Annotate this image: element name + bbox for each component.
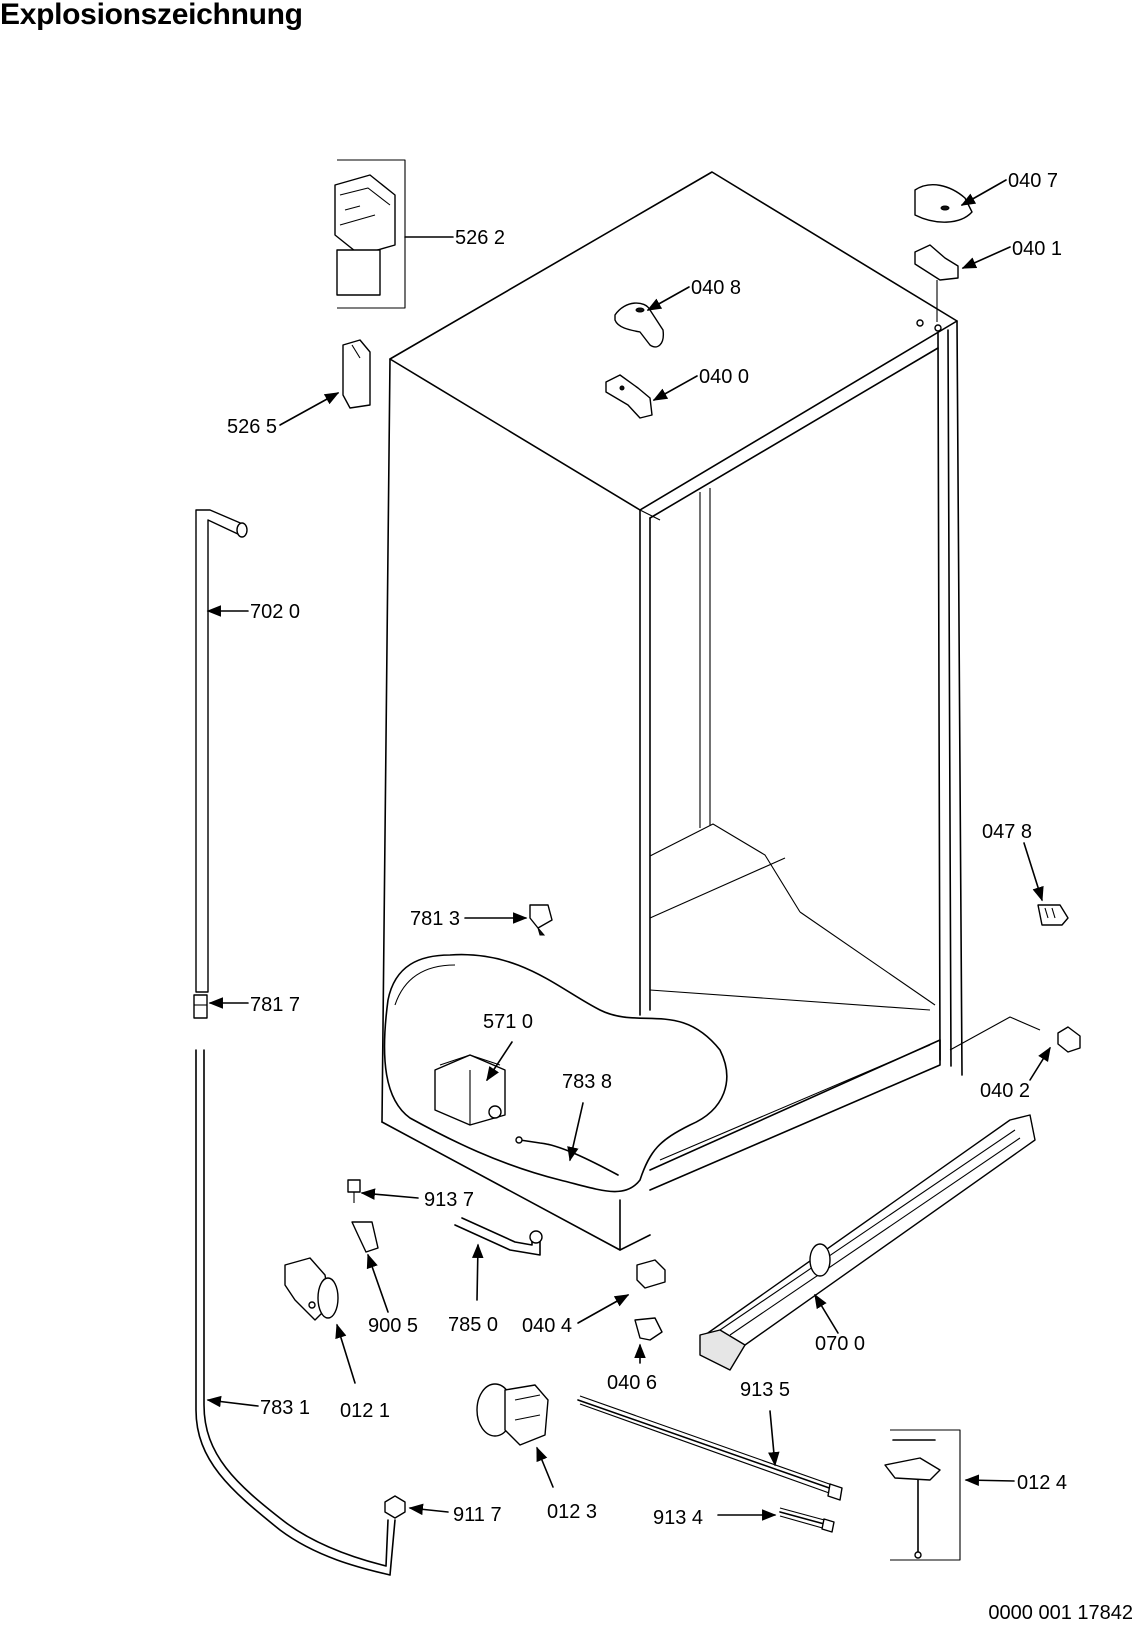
part-900-5 — [351, 1221, 379, 1253]
part-012-3 — [476, 1383, 549, 1446]
callout-040-1: 040 1 — [1012, 238, 1062, 260]
part-040-1 — [914, 244, 959, 322]
part-781-3 — [529, 904, 553, 936]
page-title: Explosionszeichnung — [0, 0, 303, 31]
part-526-2 — [334, 159, 406, 309]
part-526-5 — [342, 339, 371, 409]
callout-526-5: 526 5 — [227, 416, 277, 438]
part-781-7 — [193, 994, 208, 1019]
callout-702-0: 702 0 — [250, 601, 300, 623]
callout-040-2: 040 2 — [980, 1080, 1030, 1102]
leader-lines — [206, 179, 1051, 1521]
part-783-8 — [515, 1136, 619, 1176]
part-913-4 — [779, 1507, 835, 1533]
callout-040-8: 040 8 — [691, 277, 741, 299]
part-913-7 — [347, 1179, 361, 1203]
callout-783-1: 783 1 — [260, 1397, 310, 1419]
callout-012-3: 012 3 — [547, 1501, 597, 1523]
part-040-2 — [949, 1016, 1081, 1053]
callout-526-2: 526 2 — [455, 227, 505, 249]
callout-labels: 526 2 526 5 040 7 040 1 040 8 040 0 702 … — [227, 170, 1067, 1529]
document-number: 0000 001 17842 — [988, 1602, 1133, 1624]
callout-040-6: 040 6 — [607, 1372, 657, 1394]
part-913-5 — [577, 1395, 843, 1501]
callout-913-5: 913 5 — [740, 1379, 790, 1401]
part-040-4 — [636, 1259, 666, 1289]
part-571-0 — [434, 1054, 506, 1126]
callout-012-4: 012 4 — [1017, 1472, 1067, 1494]
part-040-8 — [614, 302, 665, 348]
part-783-1 — [195, 1049, 396, 1576]
callout-070-0: 070 0 — [815, 1333, 865, 1355]
part-040-7 — [914, 184, 973, 223]
callout-781-7: 781 7 — [250, 994, 300, 1016]
callout-040-4: 040 4 — [522, 1315, 572, 1337]
part-785-0 — [454, 1217, 543, 1256]
part-012-1 — [284, 1257, 339, 1321]
callout-900-5: 900 5 — [368, 1315, 418, 1337]
callout-040-0: 040 0 — [699, 366, 749, 388]
part-012-4 — [884, 1429, 961, 1561]
callout-911-7: 911 7 — [453, 1504, 502, 1526]
cabinet — [381, 171, 963, 1251]
callout-040-7: 040 7 — [1008, 170, 1058, 192]
callout-785-0: 785 0 — [448, 1314, 498, 1336]
callout-571-0: 571 0 — [483, 1011, 533, 1033]
callout-913-7: 913 7 — [424, 1189, 474, 1211]
callout-783-8: 783 8 — [562, 1071, 612, 1093]
callout-012-1: 012 1 — [340, 1400, 390, 1422]
part-911-7 — [384, 1495, 406, 1519]
callout-047-8: 047 8 — [982, 821, 1032, 843]
part-047-8 — [1037, 904, 1069, 926]
part-040-0 — [605, 374, 653, 419]
part-040-6 — [634, 1317, 663, 1341]
part-070-0 — [699, 1114, 1036, 1371]
callout-913-4: 913 4 — [653, 1507, 703, 1529]
callout-781-3: 781 3 — [410, 908, 460, 930]
part-702-0 — [195, 509, 248, 993]
